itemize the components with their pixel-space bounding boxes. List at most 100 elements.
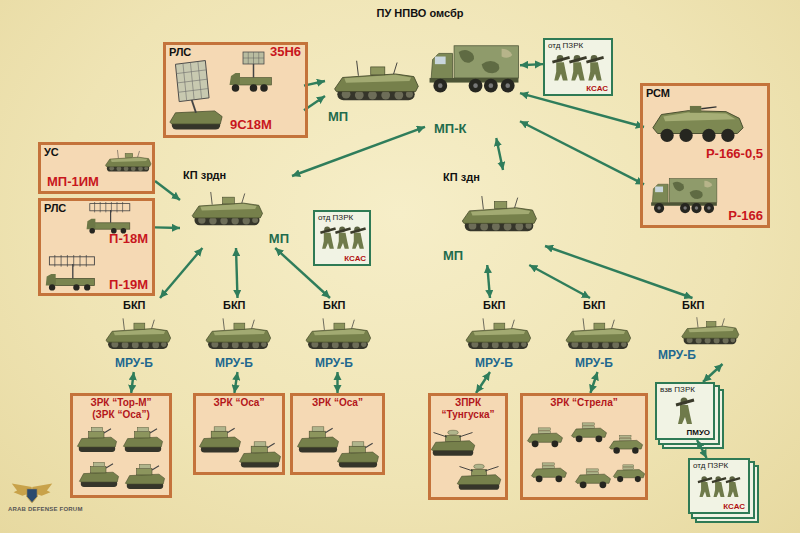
vehicle-icon [337,442,378,468]
vehicle-role: БКП [223,299,246,312]
radar-icon [170,61,222,130]
squad-box: отд ПЗРККСАС [688,458,750,514]
vehicle-unit: МП [325,26,422,126]
flow-arrow [155,181,180,200]
flow-arrow [236,248,238,298]
squad-name: взв ПЗРК [660,385,695,394]
vehicle-code: МП [269,232,289,247]
vehicle-icon [462,196,536,231]
radar-unit: 9С18М [223,100,304,134]
vehicle-icon [431,430,475,456]
vehicle-icon [430,46,519,93]
box-fill [520,393,648,500]
group-heading: РЛС [44,202,66,215]
squad-code: КСАС [586,84,608,93]
command-post-group: ПУ НПВО омсбрМП МП-К [315,6,525,140]
vehicle-icon [651,179,717,214]
vehicle-icon [609,435,642,453]
flow-arrow [234,372,237,393]
box-fill [193,393,285,475]
flow-arrow [131,372,134,393]
weapon-box: ЗРК “Оса” [290,393,385,475]
flow-arrow [336,372,338,393]
flow-arrow [520,93,644,127]
weapon-box: ЗРК “Стрела” [520,393,648,500]
soldier-icon [676,398,694,425]
flow-arrow [697,440,707,458]
box-fill [543,38,613,96]
radar-icon [230,52,272,92]
box-fill [38,198,155,296]
comms-box: УСМП-1ИМ [38,142,155,194]
command-vehicle: БКП МРУ-Б [655,298,730,364]
box-fill [428,393,506,500]
flow-arrow [590,372,597,393]
radar-code: П-19М [109,278,148,293]
vehicle-code: МП [328,110,348,125]
radar-code: 35Н6 [270,45,301,60]
command-vehicle: БКП МРУ-Б [460,298,535,372]
command-vehicle: БКПМРУ-Б [560,298,635,372]
flow-arrow [520,121,644,184]
radar-unit: П-18М [78,202,151,248]
vehicle-icon [576,469,611,488]
vehicle-icon [466,318,531,349]
group-heading: ПУ НПВО омсбр [377,7,464,20]
flow-arrow [275,248,330,298]
box-fill [655,382,715,440]
box-fill [70,393,172,498]
vehicle-role: БКП [682,299,705,312]
vehicle-icon [199,427,240,453]
box-fill [688,458,750,514]
post-name: КП здн [443,171,480,184]
weapon-box: ЗРК “Тор-М” (ЗРК “Оса”) [70,393,172,498]
vehicle-icon [79,462,118,487]
weapon-name: ЗПРК “Тунгуска” [434,397,502,420]
box-fill [640,83,770,228]
vehicle-code: МРУ-Б [215,357,253,371]
squad-code: КСАС [344,254,366,263]
flow-arrow [703,364,723,382]
group-heading: РЛС [169,46,191,59]
command-post: КП зрднМП [180,168,292,248]
vehicle-role: БКП [483,299,506,312]
flow-arrow [292,127,425,176]
radar-unit: П-19М [78,250,151,294]
vehicle-icon [335,61,419,101]
radar-unit: 35Н6 [231,44,304,96]
vehicle-icon [106,318,171,349]
flow-arrow [520,64,543,65]
watermark-text: ARAB DEFENSE FORUM [8,506,83,513]
weapon-name: ЗРК “Стрела” [550,397,618,409]
flow-arrow [545,246,693,298]
logo-emblem [12,483,52,502]
vehicle-icon [457,464,501,490]
vehicle-icon [682,317,739,344]
flow-arrow [529,265,590,298]
group-heading: РСМ [646,87,670,100]
squad-box: взв ПЗРК ПМУО [655,382,715,440]
box-fill [38,142,155,194]
soldier-icon [698,476,740,497]
weapon-name: ЗРК “Тор-М” (ЗРК “Оса”) [79,397,163,420]
vehicle-icon [653,106,743,142]
radar-icon [87,202,130,234]
connector-group [131,64,722,458]
radio-unit: Р-166-0,5 [644,103,766,163]
vehicle-code: МРУ-Б [475,357,513,371]
squad-code: ПМУО [687,428,710,437]
vehicle-code: МП [443,249,463,264]
radio-unit: Р-166 [644,167,766,225]
weapon-box: ЗРК “Оса” [193,393,285,475]
vehicle-unit: МП-К [425,26,520,138]
flow-arrow [487,265,490,298]
radar-code: П-18М [109,232,148,247]
vehicle-code: МРУ-Б [658,349,696,363]
radar-group-box: РЛС П-18М П-19М [38,198,155,296]
radio-group-box: РСМ Р-166-0,5Р-166 [640,83,770,228]
